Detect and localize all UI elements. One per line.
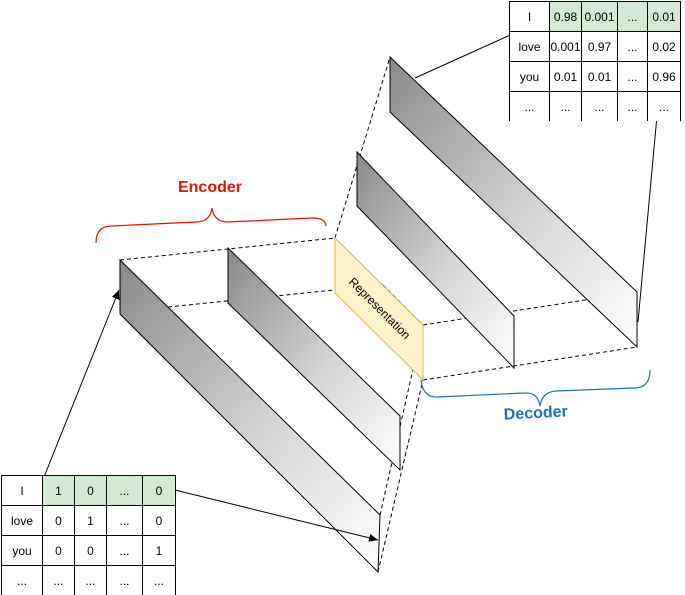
row-label: love: [509, 31, 550, 62]
input-arrow-to-layer: [174, 489, 379, 542]
encoder-layer-1: [119, 258, 381, 574]
table-cell: ...: [106, 565, 143, 595]
decoder-layer-2: [389, 55, 638, 349]
table-cell: 1: [42, 475, 75, 506]
table-cell: 0.001: [549, 31, 582, 62]
table-cell: 0: [42, 535, 75, 566]
table-cell: ...: [106, 475, 143, 506]
table-row: ... ... ... ... ...: [1, 565, 176, 595]
output-probability-table: I 0.98 0.001 ... 0.01 love 0.001 0.97 ..…: [509, 1, 681, 121]
table-cell: 0.01: [647, 1, 681, 32]
table-row: I 0.98 0.001 ... 0.01: [509, 1, 681, 32]
table-cell: ...: [617, 1, 648, 32]
row-label: love: [1, 505, 43, 536]
table-cell: ...: [617, 61, 648, 92]
table-cell: ...: [647, 91, 681, 121]
table-cell: 0.96: [647, 61, 681, 92]
table-row: you 0 0 ... 1: [1, 535, 176, 566]
table-cell: 0: [142, 475, 176, 506]
encoder-brace: [95, 207, 327, 244]
row-label: you: [509, 61, 550, 92]
encoder-label: Encoder: [178, 179, 242, 196]
table-cell: ...: [142, 565, 176, 595]
table-cell: ...: [617, 91, 648, 121]
table-cell: ...: [106, 505, 143, 536]
row-label: I: [509, 1, 550, 32]
table-cell: 0: [142, 505, 176, 536]
table-cell: ...: [549, 91, 582, 121]
decoder-brace: [420, 369, 651, 407]
table-cell: 0: [74, 475, 107, 506]
table-row: you 0.01 0.01 ... 0.96: [509, 61, 681, 92]
table-row: I 1 0 ... 0: [1, 475, 176, 506]
table-cell: 0: [42, 505, 75, 536]
row-label: ...: [509, 91, 550, 121]
decoder-layer-1: [356, 150, 515, 370]
table-row: ... ... ... ... ...: [509, 91, 681, 121]
row-label: I: [1, 475, 43, 506]
table-cell: ...: [74, 565, 107, 595]
table-row: love 0.001 0.97 ... 0.02: [509, 31, 681, 62]
table-cell: ...: [42, 565, 75, 595]
table-cell: ...: [106, 535, 143, 566]
table-cell: ...: [617, 31, 648, 62]
table-cell: 0.97: [581, 31, 618, 62]
table-cell: 0.001: [581, 1, 618, 32]
table-cell: 0: [74, 535, 107, 566]
decoder-label: Decoder: [503, 403, 568, 423]
table-cell: 0.98: [549, 1, 582, 32]
table-cell: 0.01: [581, 61, 618, 92]
row-label: you: [1, 535, 43, 566]
table-cell: 0.02: [647, 31, 681, 62]
table-row: love 0 1 ... 0: [1, 505, 176, 536]
representation-block: [334, 236, 424, 382]
row-label: ...: [1, 565, 43, 595]
table-cell: 0.01: [549, 61, 582, 92]
input-arrow-to-encoder: [43, 289, 120, 478]
table-cell: 1: [142, 535, 176, 566]
encoder-layer-2: [227, 246, 401, 472]
table-cell: 1: [74, 505, 107, 536]
input-one-hot-table: I 1 0 ... 0 love 0 1 ... 0 you 0 0 ... 1…: [1, 475, 176, 595]
table-cell: ...: [581, 91, 618, 121]
